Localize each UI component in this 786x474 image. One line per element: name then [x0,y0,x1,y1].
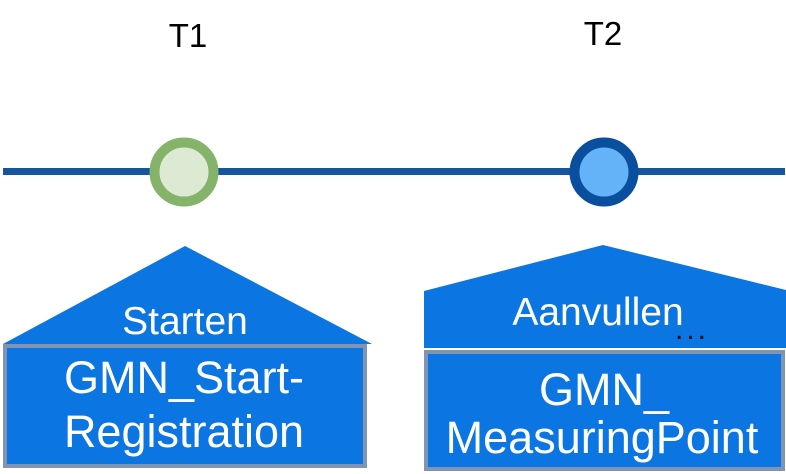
callout-action-label-left: Starten [122,300,248,343]
callout-start-registration: Starten GMN_Start- Registration [3,246,372,468]
callout-roof-left [3,246,372,344]
timeline-label-t1: T1 [169,17,208,54]
callout-object-line1-right: GMN_ [539,364,670,415]
callout-measuring-point: Aanvullen ... GMN_ MeasuringPoint [424,245,786,471]
callout-ellipsis: ... [675,313,709,346]
callout-action-label-right: Aanvullen [512,291,683,334]
callout-object-line2-left: Registration [64,406,304,457]
timeline-marker-t1 [149,137,219,207]
callout-object-line1-left: GMN_Start- [64,352,304,403]
callout-roof-right [424,245,786,348]
timeline-label-t2: T2 [584,15,623,52]
callout-object-line2-right: MeasuringPoint [446,412,759,463]
timeline-marker-t2 [569,137,639,207]
callout-box-left [3,344,367,468]
callout-box-right [424,350,785,471]
